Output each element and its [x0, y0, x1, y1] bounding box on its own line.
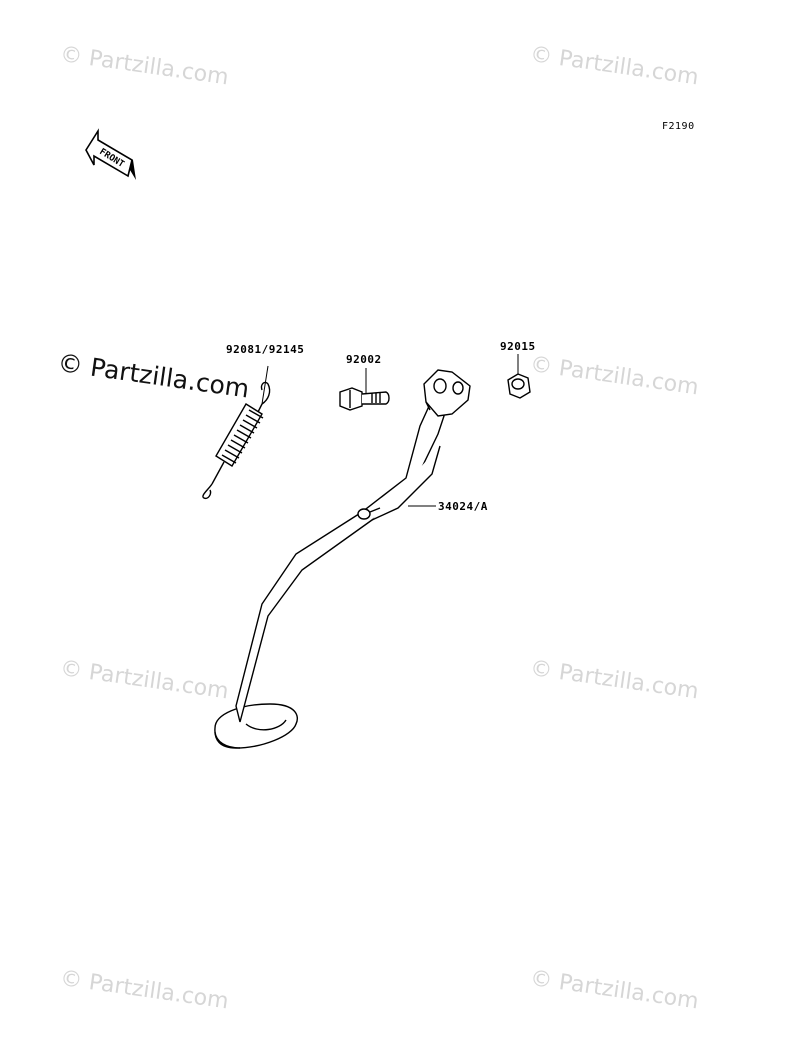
- spring-part: [202, 365, 271, 500]
- part-label-spring: 92081/92145: [226, 343, 305, 356]
- diagram-code: F2190: [662, 121, 695, 132]
- front-arrow-icon: FRONT: [85, 128, 136, 180]
- part-label-nut: 92015: [500, 340, 536, 353]
- side-stand-part: [214, 369, 471, 749]
- bolt-part: [339, 368, 390, 411]
- part-label-bolt: 92002: [346, 353, 382, 366]
- part-label-side-stand: 34024/A: [438, 500, 488, 513]
- nut-part: [507, 354, 531, 399]
